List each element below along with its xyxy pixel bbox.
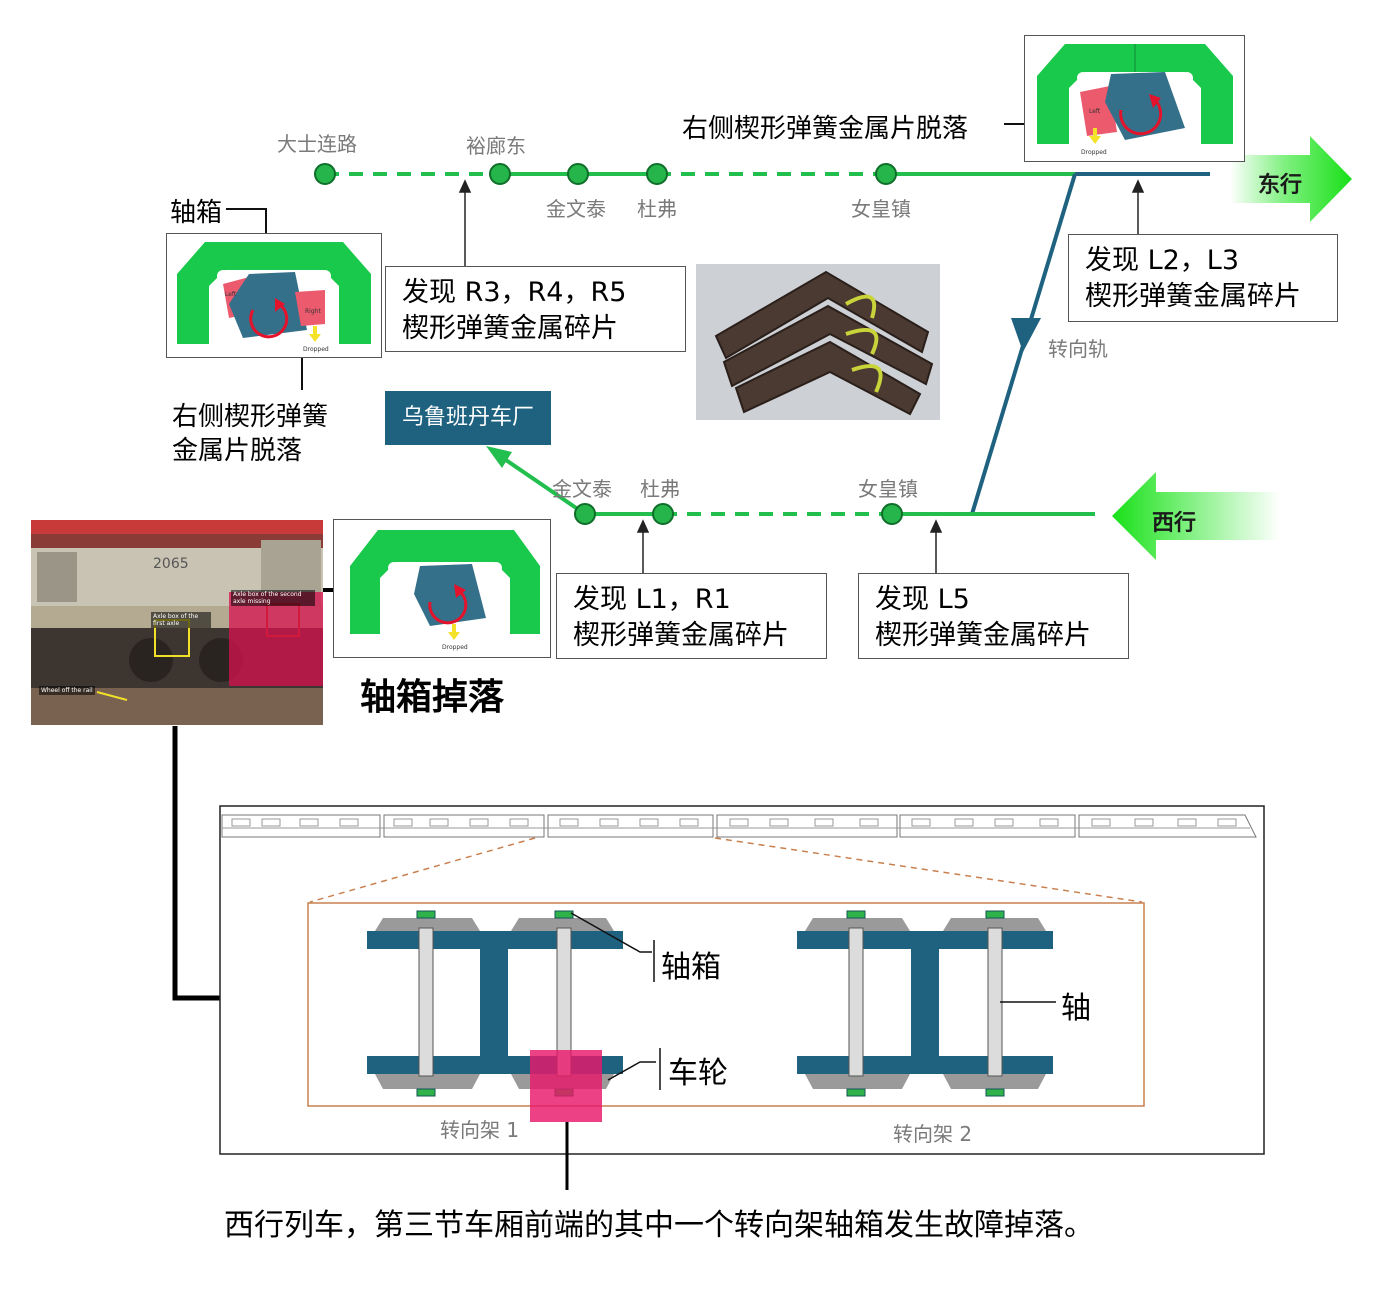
bogie-2-label: 转向架 2: [893, 1122, 973, 1146]
callout-axlebox-fall: 轴箱掉落: [360, 677, 505, 718]
wedge-fragments-image: [696, 264, 940, 420]
finding-l5-line1: 发现 L5: [875, 584, 970, 615]
train-strip: [221, 814, 1257, 838]
finding-box-l1-r1: 发现 L1，R1 楔形弹簧金属碎片: [556, 573, 827, 659]
eastbound-stations: [314, 163, 897, 185]
finding-pointers: [458, 179, 1145, 573]
westbound-arrow: [1112, 472, 1280, 560]
wedge-fragments-photo: [696, 264, 940, 420]
station-label-west-5: 女皇镇: [858, 477, 918, 501]
bogie-label-wheel: 车轮: [668, 1056, 728, 1091]
bogie-label-axlebox: 轴箱: [661, 950, 721, 985]
bogie-1-label: 转向架 1: [440, 1118, 520, 1142]
station-label-east-1: 大士连路: [277, 132, 357, 156]
photo-label-wheel-off: Wheel off the rail: [39, 686, 95, 695]
finding-l23-line1: 发现 L2，L3: [1085, 245, 1240, 276]
callout-detached-line1: 右侧楔形弹簧: [172, 402, 329, 432]
westbound-stations: [574, 503, 903, 525]
derailed-train-photo: 2065 Axle box of the second axle missing…: [31, 520, 323, 725]
bogie-zoom-frame: [307, 902, 1145, 1107]
eastbound-label: 东行: [1258, 173, 1303, 198]
station-label-east-4: 杜弗: [637, 197, 677, 221]
callout-top-right: 右侧楔形弹簧金属片脱落: [682, 114, 969, 144]
station-label-east-3: 金文泰: [546, 197, 606, 221]
bogie-panel: [219, 805, 1265, 1155]
inset-axlebox-dropped: Dropped: [333, 519, 551, 658]
inset-tr-dropped-label: Dropped: [1081, 149, 1107, 156]
bogie-label-axle: 轴: [1061, 991, 1091, 1026]
station-label-west-3: 金文泰: [552, 477, 612, 501]
turnback-label: 转向轨: [1048, 337, 1108, 361]
turnback-track: [970, 173, 1077, 515]
inset-tr-left-label: Left: [1089, 108, 1101, 115]
finding-l23-line2: 楔形弹簧金属碎片: [1085, 281, 1301, 312]
finding-r345-line1: 发现 R3，R4，R5: [402, 277, 627, 308]
finding-box-l5: 发现 L5 楔形弹簧金属碎片: [858, 573, 1129, 659]
depot-label: 乌鲁班丹车厂: [385, 391, 551, 445]
photo-label-first-axle: Axle box of the first axle: [151, 612, 211, 628]
car-number-label: 2065: [153, 556, 189, 572]
station-label-east-2: 裕廊东: [466, 134, 526, 158]
finding-box-l2-l3: 发现 L2，L3 楔形弹簧金属碎片: [1068, 234, 1338, 322]
station-label-west-4: 杜弗: [640, 477, 680, 501]
bogie-2: [797, 910, 1053, 1097]
callout-axlebox-left: 轴箱: [170, 198, 223, 228]
failed-axlebox-highlight: [530, 1050, 602, 1122]
inset-l-dropped-label: Dropped: [303, 346, 329, 353]
westbound-track: [486, 446, 1095, 516]
callout-detached-line2: 金属片脱落: [172, 436, 303, 466]
inset-l-right-label: Right: [305, 308, 321, 315]
axlebox-diagram-top-right: [1037, 44, 1233, 144]
photo-label-second-axle: Axle box of the second axle missing: [231, 590, 315, 606]
eastbound-arrow: [1230, 136, 1352, 222]
bogie-leaders: [570, 912, 1056, 1090]
axlebox-diagram-left: [177, 242, 371, 344]
finding-l1r1-line1: 发现 L1，R1: [573, 584, 731, 615]
zoom-lines: [309, 837, 1143, 903]
axlebox-diagram-dropped: [350, 530, 540, 640]
finding-l1r1-line2: 楔形弹簧金属碎片: [573, 620, 789, 651]
finding-box-r3-r4-r5: 发现 R3，R4，R5 楔形弹簧金属碎片: [385, 266, 686, 352]
inset-d-dropped-label: Dropped: [442, 644, 468, 651]
station-label-east-5: 女皇镇: [851, 197, 911, 221]
inset-left: Left Right Dropped: [166, 233, 382, 358]
inset-top-right: Left Dropped: [1024, 35, 1245, 162]
diagram-caption: 西行列车，第三节车厢前端的其中一个转向架轴箱发生故障掉落。: [224, 1208, 1094, 1243]
finding-l5-line2: 楔形弹簧金属碎片: [875, 620, 1091, 651]
inset-l-left-label: Left: [225, 291, 237, 298]
westbound-label: 西行: [1152, 511, 1197, 536]
finding-r345-line2: 楔形弹簧金属碎片: [402, 313, 618, 344]
